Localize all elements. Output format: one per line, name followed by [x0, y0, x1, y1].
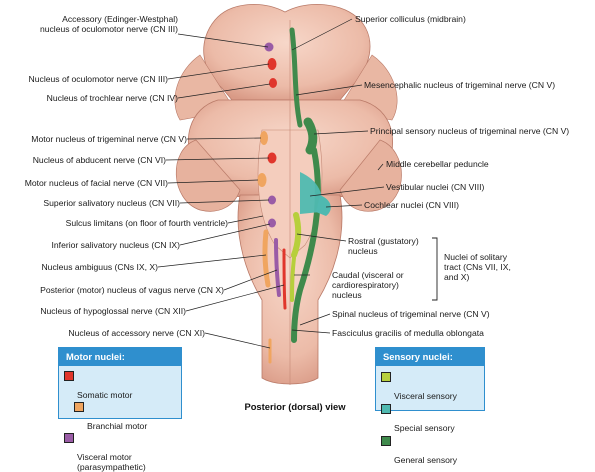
- motor-nuclei-legend: Motor nuclei: Somatic motor Branchial mo…: [58, 347, 182, 472]
- somatic-motor-swatch: [64, 371, 74, 381]
- brainstem-illustration: [157, 4, 438, 385]
- label-motor-trigeminal: Motor nucleus of trigeminal nerve (CN V): [31, 134, 187, 144]
- spinal-trigeminal-nucleus: [291, 147, 321, 343]
- label-vagus-motor: Posterior (motor) nucleus of vagus nerve…: [40, 285, 224, 295]
- label-cochlear-nuclei: Cochlear nuclei (CN VIII): [364, 200, 460, 210]
- brainstem-figure: Accessory (Edinger-Westphal) nucleus of …: [24, 4, 570, 472]
- label-middle-cerebellar-peduncle: Middle cerebellar peduncle: [386, 159, 489, 169]
- branchial-motor-label: Branchial motor: [87, 421, 148, 431]
- label-facial-motor: Motor nucleus of facial nerve (CN VII): [24, 178, 168, 188]
- label-principal-sensory: Principal sensory nucleus of trigeminal …: [370, 126, 570, 136]
- visceral-motor-swatch: [64, 433, 74, 443]
- legend-item-visceral-motor: Visceral motor (parasympathetic): [59, 432, 181, 472]
- edinger-westphal-nucleus: [264, 42, 274, 52]
- label-spinal-trigeminal: Spinal nucleus of trigeminal nerve (CN V…: [332, 309, 490, 319]
- label-oculomotor-nucleus: Nucleus of oculomotor nerve (CN III): [28, 74, 168, 84]
- special-sensory-label: Special sensory: [394, 423, 455, 433]
- legend-item-branchial-motor: Branchial motor: [59, 401, 181, 431]
- superior-salivatory-nucleus: [268, 195, 276, 205]
- legend-item-special-sensory: Special sensory: [376, 403, 484, 433]
- hypoglossal-nucleus: [282, 248, 287, 310]
- label-inferior-salivatory: Inferior salivatory nucleus (CN IX): [51, 240, 180, 250]
- visceral-sensory-label: Visceral sensory: [394, 391, 457, 401]
- label-nucleus-ambiguus: Nucleus ambiguus (CNs IX, X): [41, 262, 158, 272]
- label-accessory-nucleus: Nucleus of accessory nerve (CN XI): [68, 328, 205, 338]
- solitary-tract-bracket: [432, 237, 438, 301]
- view-caption: Posterior (dorsal) view: [244, 401, 346, 412]
- nucleus-ambiguus: [262, 229, 271, 288]
- label-trochlear-nucleus: Nucleus of trochlear nerve (CN IV): [46, 93, 178, 103]
- vagus-motor-nucleus: [274, 238, 281, 297]
- mesencephalic-nucleus: [289, 27, 303, 128]
- branchial-motor-swatch: [74, 402, 84, 412]
- label-superior-colliculus: Superior colliculus (midbrain): [355, 14, 466, 24]
- solitary-nucleus-caudal: [290, 256, 296, 302]
- sensory-nuclei-legend: Sensory nuclei: Visceral sensory Special…: [375, 347, 485, 465]
- vestibular-nuclei: [300, 172, 322, 214]
- label-hypoglossal: Nucleus of hypoglossal nerve (CN XII): [40, 306, 186, 316]
- label-edinger-westphal: Accessory (Edinger-Westphal) nucleus of …: [39, 14, 178, 34]
- motor-trigeminal-nucleus: [260, 131, 268, 145]
- label-sulcus-limitans: Sulcus limitans (on floor of fourth vent…: [65, 218, 228, 228]
- inferior-salivatory-nucleus: [268, 218, 276, 228]
- label-fasciculus-gracilis: Fasciculus gracilis of medulla oblongata: [332, 328, 484, 338]
- label-caudal-nucleus: Caudal (visceral or cardiorespiratory) n…: [332, 270, 404, 300]
- leader-lines: [157, 18, 385, 349]
- general-sensory-swatch: [381, 436, 391, 446]
- label-superior-salivatory: Superior salivatory nucleus (CN VII): [43, 198, 180, 208]
- visceral-sensory-swatch: [381, 372, 391, 382]
- trochlear-nucleus: [269, 78, 277, 88]
- legend-item-somatic-motor: Somatic motor: [59, 370, 181, 400]
- visceral-motor-label: Visceral motor (parasympathetic): [77, 452, 146, 472]
- motor-legend-title: Motor nuclei:: [59, 348, 181, 366]
- abducent-nucleus: [267, 152, 277, 164]
- solitary-nucleus-rostral: [291, 212, 302, 258]
- label-mesencephalic-nucleus: Mesencephalic nucleus of trigeminal nerv…: [364, 80, 556, 90]
- facial-motor-nucleus: [257, 173, 267, 187]
- legend-item-general-sensory: General sensory: [376, 435, 484, 465]
- cochlear-nuclei: [316, 195, 331, 216]
- special-sensory-swatch: [381, 404, 391, 414]
- label-abducent-nucleus: Nucleus of abducent nerve (CN VI): [32, 155, 166, 165]
- label-solitary-tract: Nuclei of solitary tract (CNs VII, IX, a…: [444, 252, 511, 282]
- label-rostral-nucleus: Rostral (gustatory) nucleus: [348, 236, 419, 256]
- label-vestibular-nuclei: Vestibular nuclei (CN VIII): [386, 182, 485, 192]
- midbrain: [203, 4, 371, 101]
- somatic-motor-label: Somatic motor: [77, 390, 133, 400]
- oculomotor-nucleus: [267, 58, 277, 70]
- cerebellar-peduncle-left: [175, 139, 241, 212]
- sensory-legend-title: Sensory nuclei:: [376, 348, 484, 366]
- legend-item-visceral-sensory: Visceral sensory: [376, 371, 484, 401]
- general-sensory-label: General sensory: [394, 455, 458, 465]
- cerebellar-peduncle-right: [339, 139, 402, 212]
- principal-sensory-nucleus: [303, 117, 318, 155]
